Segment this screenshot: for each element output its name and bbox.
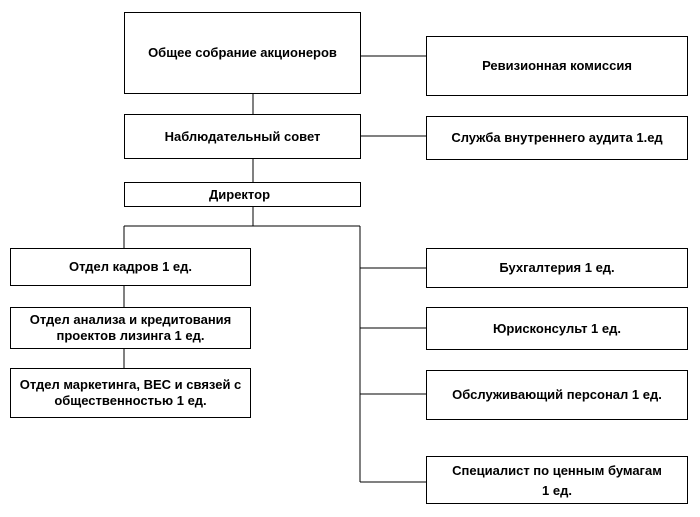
internal-audit-label: Служба внутреннего аудита 1.ед	[451, 130, 663, 145]
internal-audit-box: Служба внутреннего аудита 1.ед	[426, 116, 688, 160]
service-staff-label: Обслуживающий персонал 1 ед.	[452, 387, 662, 402]
accounting-box: Бухгалтерия 1 ед.	[426, 248, 688, 288]
securities-specialist-label-line1: Специалист по ценным бумагам	[452, 463, 662, 478]
marketing-department-box: Отдел маркетинга, ВЕС и связей с обществ…	[10, 368, 251, 418]
analysis-department-label: Отдел анализа и кредитования проектов ли…	[29, 312, 232, 343]
hr-department-box: Отдел кадров 1 ед.	[10, 248, 251, 286]
supervisory-board-box: Наблюдательный совет	[124, 114, 361, 159]
securities-specialist-text: Специалист по ценным бумагам 1 ед.	[452, 457, 662, 503]
legal-counsel-label: Юрисконсульт 1 ед.	[492, 320, 621, 336]
director-label: Директор	[209, 186, 271, 202]
shareholders-meeting-box: Общее собрание акционеров	[124, 12, 361, 94]
service-staff-box: Обслуживающий персонал 1 ед.	[426, 370, 688, 420]
securities-specialist-box: Специалист по ценным бумагам 1 ед.	[426, 456, 688, 504]
hr-department-label: Отдел кадров 1 ед.	[68, 259, 193, 274]
shareholders-meeting-label: Общее собрание акционеров	[148, 45, 337, 60]
audit-commission-label: Ревизионная комиссия	[482, 58, 632, 73]
securities-specialist-label-line2: 1 ед.	[542, 483, 572, 498]
marketing-department-label: Отдел маркетинга, ВЕС и связей с обществ…	[19, 377, 242, 408]
supervisory-board-label: Наблюдательный совет	[164, 128, 321, 144]
legal-counsel-box: Юрисконсульт 1 ед.	[426, 307, 688, 350]
audit-commission-box: Ревизионная комиссия	[426, 36, 688, 96]
director-box: Директор	[124, 182, 361, 207]
analysis-department-box: Отдел анализа и кредитования проектов ли…	[10, 307, 251, 349]
accounting-label: Бухгалтерия 1 ед.	[499, 260, 615, 275]
